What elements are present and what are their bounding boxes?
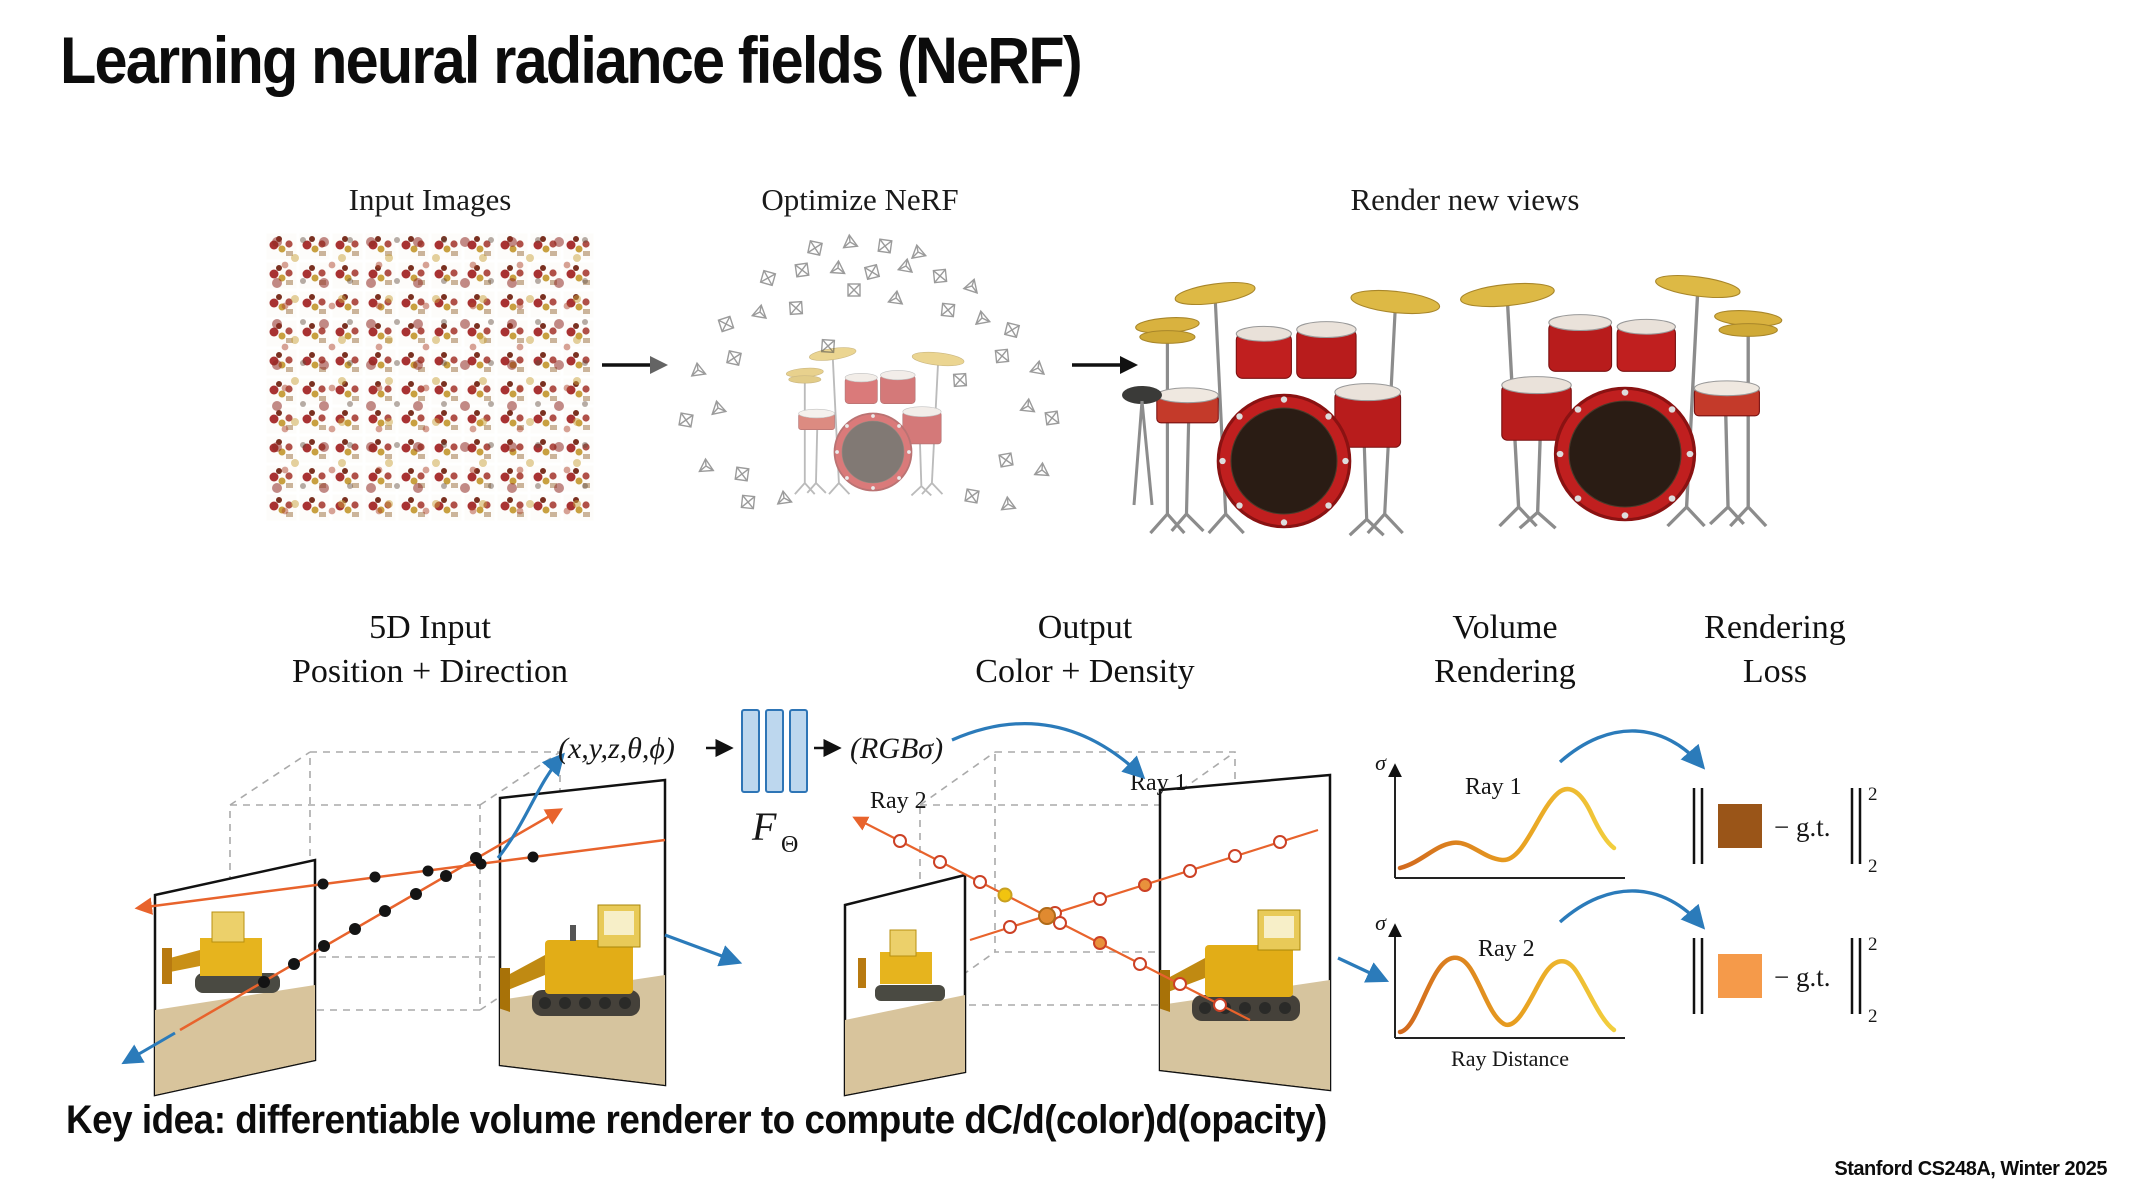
mlp-theta-text: Θ <box>781 832 798 858</box>
volume-rendering-plot-ray2: σ Ray 2 Ray Distance <box>1375 910 1625 1071</box>
sample-ray-a <box>179 808 564 1032</box>
plot1-to-loss-arrow <box>1558 729 1706 770</box>
sample-points-dots <box>258 851 539 988</box>
rgbsigma-to-ray-arrow <box>951 721 1146 780</box>
norm-bars-left <box>1692 788 1704 864</box>
flow-arrow-icon <box>602 356 668 374</box>
drum-stool <box>1122 386 1162 404</box>
sample-ray-b <box>134 838 666 915</box>
camera-plane-right <box>498 778 667 1087</box>
plot2-ray2-label: Ray 2 <box>1478 936 1535 962</box>
colored-sample-circles <box>893 834 1287 1012</box>
view-direction-arrow-left <box>121 1031 176 1065</box>
density-curve-ray2 <box>1397 955 1617 1035</box>
loss-term-ray1: − g.t. 2 2 <box>1692 784 1878 877</box>
rgb-sigma-text: (RGBσ) <box>850 732 943 765</box>
norm-exponent: 2 <box>1868 784 1878 805</box>
input-images-label: Input Images <box>348 182 512 217</box>
loss-term-ray2: − g.t. 2 2 <box>1692 934 1878 1027</box>
camera-plane-left <box>153 858 317 1097</box>
thumbnail-grid-texture-overlay <box>265 232 595 522</box>
camera-plane-left <box>843 873 967 1097</box>
camera-poses-figure <box>650 228 1070 533</box>
input-heading-line1: 5D Input <box>369 609 491 646</box>
mlp-f-text: F <box>751 804 777 849</box>
bulldozer-image-small <box>155 911 315 1095</box>
bulldozer-image-small <box>845 929 965 1095</box>
bulldozer-image-large <box>500 904 665 1085</box>
input-images-grid <box>265 232 595 522</box>
input-heading: 5D Input Position + Direction <box>150 606 710 693</box>
sigma-axis-label: σ <box>1375 750 1387 775</box>
output-ray2-label: Ray 2 <box>870 788 927 814</box>
rendered-drums-view-1 <box>1122 276 1443 537</box>
plot1-ray1-label: Ray 1 <box>1465 774 1522 800</box>
volume-heading-line1: Volume <box>1452 609 1558 646</box>
input-scene-diagram <box>121 751 743 1097</box>
mlp-block: (x,y,z,θ,ϕ) F Θ (RGBσ) <box>558 709 943 858</box>
norm-bars-right <box>1850 938 1862 1014</box>
volume-heading-line2: Rendering <box>1434 652 1576 690</box>
sigma-axis-label: σ <box>1375 910 1387 935</box>
predicted-color-swatch <box>1718 954 1762 998</box>
volume-rendering-plot-ray1: σ Ray 1 <box>1375 750 1625 879</box>
loss-heading-line1: Rendering <box>1704 609 1846 646</box>
slide-title: Learning neural radiance fields (NeRF) <box>60 23 1083 97</box>
nerf-method-figure: (x,y,z,θ,ϕ) F Θ (RGBσ) <box>121 709 1878 1097</box>
volume-heading: Volume Rendering <box>1370 606 1640 693</box>
plot2-to-loss-arrow <box>1558 889 1706 930</box>
output-heading-line2: Color + Density <box>975 652 1195 690</box>
density-curve-ray1 <box>1397 786 1617 871</box>
optimize-nerf-label: Optimize NeRF <box>761 182 959 217</box>
loss-heading-line2: Loss <box>1742 652 1808 690</box>
output-heading: Output Color + Density <box>815 606 1355 693</box>
samples-to-input-arrow <box>496 752 565 859</box>
input-heading-line2: Position + Direction <box>291 652 569 690</box>
render-new-views-label: Render new views <box>1350 182 1580 217</box>
norm-exponent: 2 <box>1868 934 1878 955</box>
output-scene-diagram: Ray 1 Ray 2 <box>843 721 1390 1097</box>
predicted-color-swatch <box>1718 804 1762 848</box>
norm-bars-right <box>1850 788 1862 864</box>
output-heading-line1: Output <box>1037 609 1133 646</box>
view-direction-arrow-right <box>664 933 743 967</box>
course-credit-text: Stanford CS248A, Winter 2025 <box>1834 1158 2107 1180</box>
rendered-drums-view-2 <box>1457 269 1784 530</box>
flow-arrow-icon <box>1072 356 1138 374</box>
loss-heading: Rendering Loss <box>1640 606 1910 693</box>
ray-distance-axis-label: Ray Distance <box>1451 1046 1569 1071</box>
view-direction-arrow-right <box>1337 956 1390 983</box>
minus-gt-text: − g.t. <box>1774 812 1830 842</box>
bulldozer-image-large <box>1160 909 1330 1090</box>
mlp-layers-icon <box>741 709 808 793</box>
norm-subscript: 2 <box>1868 1006 1878 1027</box>
camera-plane-right <box>1158 773 1332 1092</box>
coords-5d-text: (x,y,z,θ,ϕ) <box>558 732 675 765</box>
norm-subscript: 2 <box>1868 856 1878 877</box>
norm-bars-left <box>1692 938 1704 1014</box>
minus-gt-text: − g.t. <box>1774 962 1830 992</box>
key-idea-text: Key idea: differentiable volume renderer… <box>66 1098 1327 1142</box>
fade-overlay <box>650 228 1070 533</box>
